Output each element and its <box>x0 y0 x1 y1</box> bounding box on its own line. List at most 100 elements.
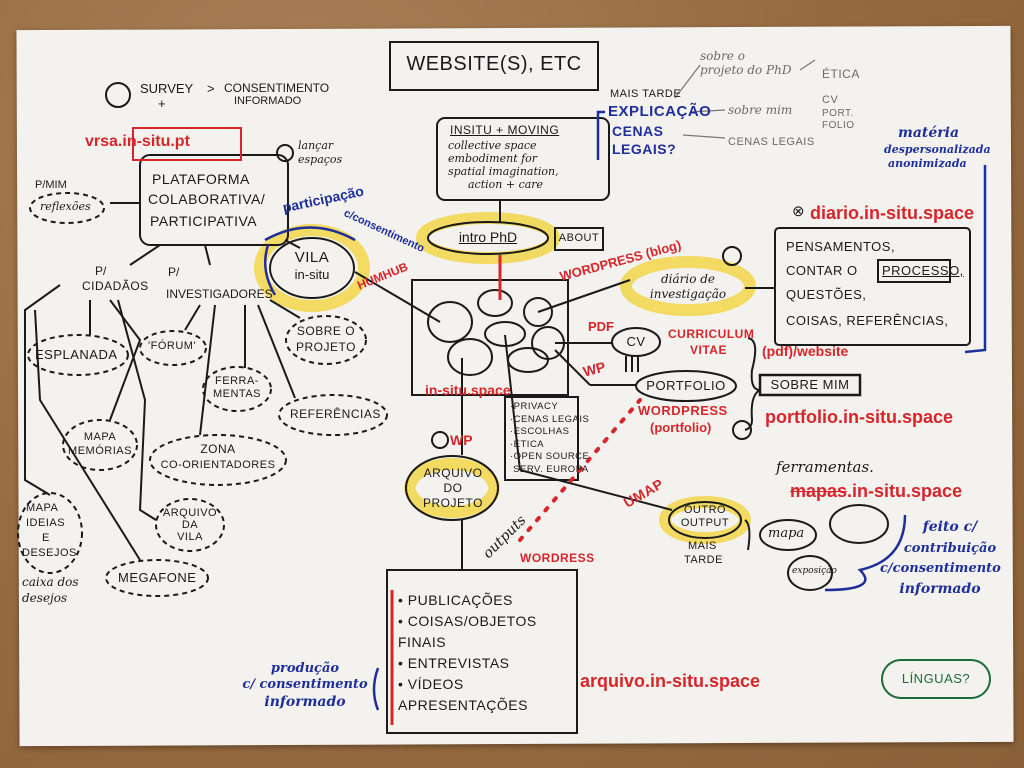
node-zona-1: ZONA <box>200 442 236 456</box>
exposicao-node: exposição <box>792 566 837 576</box>
reflexoes-label: reflexões <box>40 200 91 213</box>
exposicao-ellipse <box>787 555 833 591</box>
vila-label-2: in-situ <box>294 267 330 282</box>
megafone-ellipse <box>105 559 209 597</box>
legal-item: ·OPEN SOURCE <box>510 451 590 462</box>
feito-2: contribuição <box>903 541 997 556</box>
highlight-arquivo <box>404 458 500 518</box>
mapa-node: mapa <box>768 526 805 541</box>
sobre-mim-box <box>758 373 862 397</box>
cidadaos-1: P/ <box>95 264 107 278</box>
vila-label-1: VILA <box>294 249 330 266</box>
mais-tarde-label: MAIS TARDE <box>610 88 682 100</box>
caixa-desejos-1: caixa dos <box>22 575 79 589</box>
cidadaos-2: CIDADÃOS <box>82 279 149 293</box>
node-mapa-memorias-1: MAPA <box>83 431 117 443</box>
node-mapa-ideias-4: DESEJOS <box>22 547 77 559</box>
publicacoes-item: • ENTREVISTAS <box>398 655 510 671</box>
diario-box-4: COISAS, REFERÊNCIAS, <box>786 313 949 328</box>
cv-ellipse <box>611 327 661 357</box>
diario-box-1: PENSAMENTOS, <box>786 239 896 254</box>
sobre-projeto-phd-1: sobre o <box>700 49 745 63</box>
vrsa-url-box <box>132 127 242 161</box>
lancar-2: espaços <box>298 153 343 166</box>
investigadores-1: P/ <box>168 265 180 279</box>
page-title: WEBSITE(S), ETC <box>406 53 582 75</box>
diario-box-processo: PROCESSO, <box>882 263 964 278</box>
etica-label: ÉTICA <box>822 67 860 81</box>
platform-title-2: COLABORATIVA/ <box>148 191 266 207</box>
materia-2: despersonalizada <box>884 143 991 156</box>
empty-ellipse <box>829 504 889 544</box>
diario-box-2: CONTAR O <box>786 263 858 278</box>
curriculum-3: (pdf)/website <box>762 343 849 359</box>
survey-checkbox <box>105 82 131 108</box>
node-arquivo-vila-3: VILA <box>177 531 203 543</box>
caixa-desejos-2: desejos <box>22 591 68 605</box>
outro-mais: MAIS <box>688 540 717 552</box>
arquivo-node-3: PROJETO <box>423 496 483 510</box>
mapas-url-suffix: .in-situ.space <box>847 481 963 501</box>
platform-title-3: PARTICIPATIVA <box>150 213 258 229</box>
lancar-checkbox <box>276 144 294 162</box>
legal-item: ·PRIVACY <box>510 401 559 412</box>
intro-phd-node: intro PhD <box>458 229 518 245</box>
arquivo-node-2: DO <box>443 481 463 495</box>
sobre-projeto-phd-2: projeto do PhD <box>700 63 792 77</box>
mapas-url: mapas.in-situ.space <box>790 482 962 501</box>
wordpress-portfolio-2: (portfolio) <box>650 420 712 435</box>
producao-1: produção <box>270 661 340 676</box>
arquivo-node-1: ARQUIVO <box>423 466 483 480</box>
outro-node-1: OUTRO <box>683 504 727 516</box>
node-arquivo-vila-1: ARQUIVO <box>162 507 218 519</box>
wordpress-portfolio-1: WORDPRESS <box>638 403 728 418</box>
cv-node: CV <box>626 334 646 349</box>
arquivo-ellipse <box>405 455 499 521</box>
cenas-legais-gray: CENAS LEGAIS <box>728 136 815 148</box>
processo-box <box>877 259 951 283</box>
cv-gray: CV <box>822 94 839 106</box>
feito-3: c/consentimento <box>880 561 1001 576</box>
diario-box-3: QUESTÕES, <box>786 287 867 302</box>
portfolio-gray-2: FOLIO <box>822 120 855 131</box>
survey-label: SURVEY <box>140 81 194 96</box>
pmim-label: P/MIM <box>35 179 67 191</box>
arquivo-url: arquivo.in-situ.space <box>580 671 761 691</box>
linguas-label: LÍNGUAS? <box>901 671 971 686</box>
insitu-box <box>436 117 610 201</box>
mapa-ideias-ellipse <box>17 492 83 574</box>
portfolio-url: portfolio.in-situ.space <box>765 407 954 427</box>
diario-box <box>774 227 971 346</box>
publicacoes-item: • PUBLICAÇÕES <box>398 592 513 608</box>
close-circle-icon: ⊗ <box>792 203 805 220</box>
cenas-legais-q-1: CENAS <box>612 123 664 139</box>
vrsa-url: vrsa.in-situ.pt <box>85 133 190 150</box>
insitu-body-1: collective space <box>448 139 537 152</box>
ferramentas-label: ferramentas. <box>776 458 874 476</box>
insitu-space-url: in-situ.space <box>425 382 511 398</box>
linguas-box <box>881 659 991 699</box>
survey-plus: + <box>158 96 166 111</box>
node-mapa-ideias-2: IDEIAS <box>26 517 66 529</box>
node-forum: 'FÓRUM' <box>148 340 197 352</box>
esplanada-ellipse <box>27 334 129 376</box>
about-label: ABOUT <box>558 232 600 244</box>
node-ferramentas-2: MENTAS <box>212 388 262 400</box>
node-arquivo-vila-2: DA <box>181 519 199 531</box>
legal-list: ·PRIVACY ·CENAS LEGAIS ·ESCOLHAS ·ÉTICA … <box>510 401 589 476</box>
title-box <box>389 41 599 91</box>
curriculum-1: CURRICULUM <box>668 327 755 341</box>
investigadores-2: INVESTIGADORES <box>166 287 273 301</box>
legal-item: ·CENAS LEGAIS <box>510 413 590 425</box>
reflexoes-ellipse <box>29 192 105 224</box>
diario-url: diario.in-situ.space <box>810 203 975 223</box>
wp-arquivo-label: WP <box>450 432 473 448</box>
outro-node-2: OUTPUT <box>680 517 730 529</box>
node-mapa-memorias-2: MEMÓRIAS <box>68 445 132 457</box>
sobre-mim-label: SOBRE MIM <box>770 377 850 392</box>
vila-ellipse <box>269 237 355 299</box>
explicacao-label: EXPLICAÇÃO <box>608 103 712 120</box>
legal-item: SERV. EUROPA <box>513 463 589 475</box>
intro-ellipse <box>427 221 549 255</box>
